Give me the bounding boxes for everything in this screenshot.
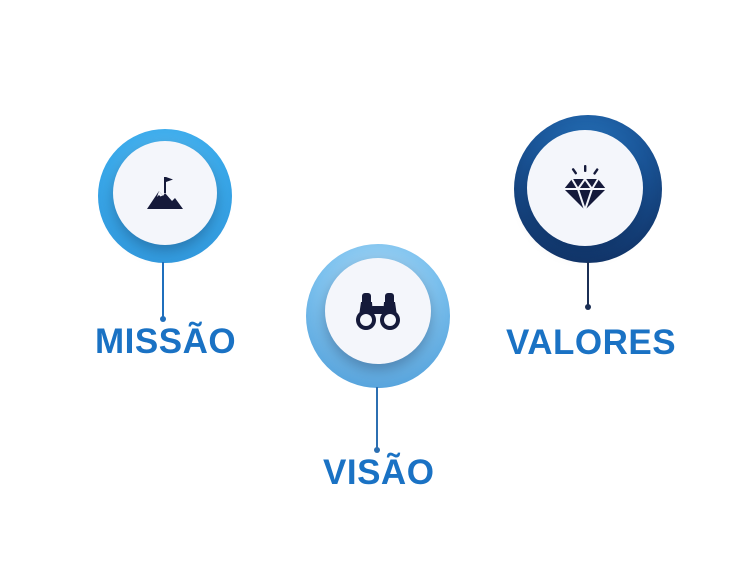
valores-connector-line xyxy=(587,262,589,306)
valores-connector-dot xyxy=(585,304,591,310)
missao-connector-dot xyxy=(160,316,166,322)
mountain-flag-icon xyxy=(145,173,185,213)
missao-connector-line xyxy=(162,262,164,318)
visao-connector-line xyxy=(376,387,378,449)
visao-connector-dot xyxy=(374,447,380,453)
visao-disc xyxy=(325,258,431,364)
missao-disc xyxy=(113,141,217,245)
missao-label: MISSÃO xyxy=(95,322,237,361)
binoculars-icon xyxy=(353,290,403,332)
valores-disc xyxy=(527,130,643,246)
valores-label: VALORES xyxy=(506,323,677,362)
diamond-icon xyxy=(560,163,610,213)
visao-label: VISÃO xyxy=(323,453,435,492)
